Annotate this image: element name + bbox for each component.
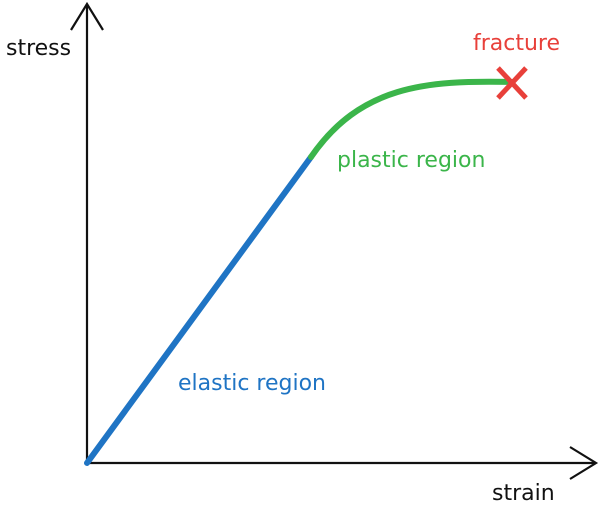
y-axis bbox=[70, 1, 104, 463]
x-axis-label: strain bbox=[492, 481, 555, 506]
fracture-label: fracture bbox=[473, 31, 561, 56]
x-axis bbox=[87, 446, 599, 480]
x-axis-arrowhead bbox=[569, 446, 599, 480]
fracture-x-mark bbox=[496, 66, 528, 100]
elastic-region-label: elastic region bbox=[178, 371, 326, 396]
elastic-region-line bbox=[84, 154, 314, 466]
plastic-region-label: plastic region bbox=[337, 148, 486, 173]
y-axis-label: stress bbox=[6, 36, 72, 61]
plastic-region-curve bbox=[308, 78, 515, 160]
y-axis-arrowhead bbox=[70, 1, 104, 31]
